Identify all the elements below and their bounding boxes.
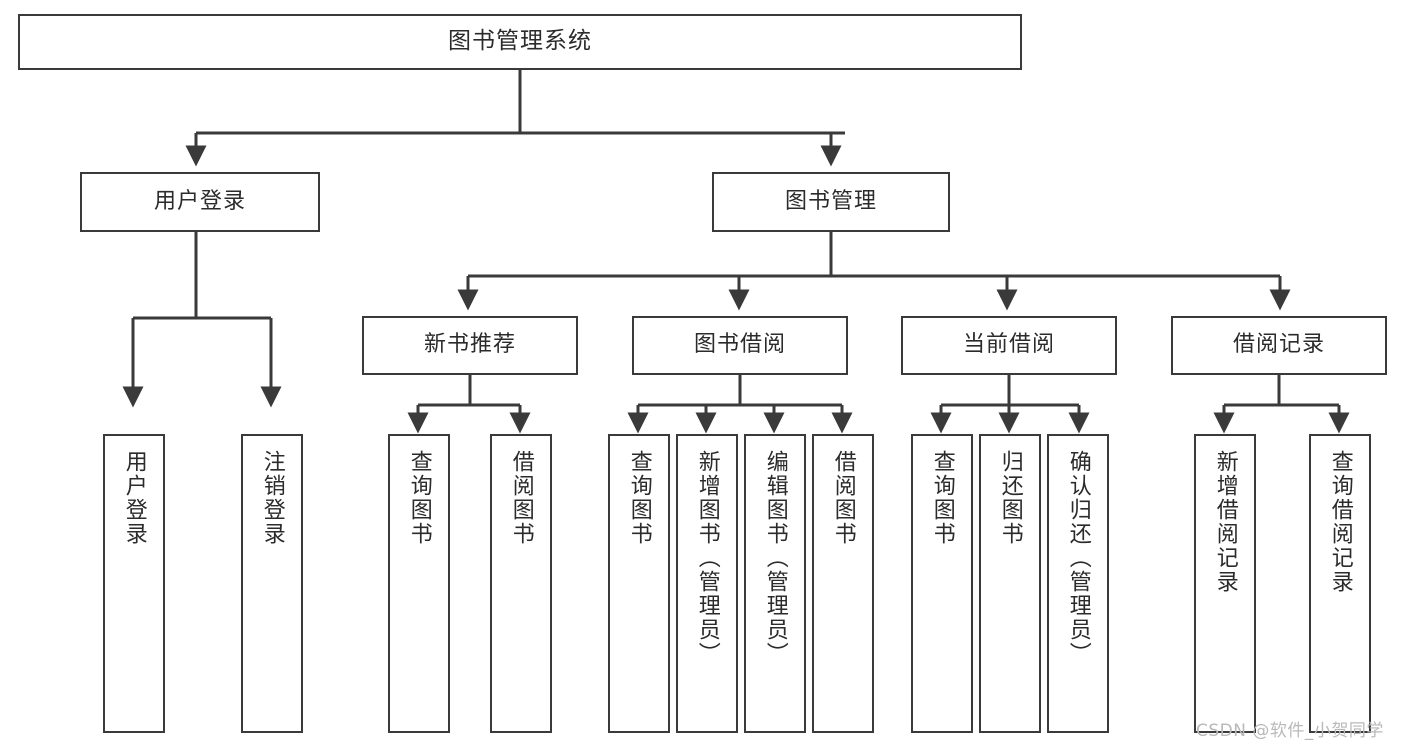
leaf-confirm-return-admin[interactable]: 确认归还（管理员）	[1047, 434, 1109, 733]
node-user-login[interactable]: 用户登录	[80, 172, 320, 232]
node-borrowing-record[interactable]: 借阅记录	[1171, 316, 1387, 375]
node-label: 图书管理	[784, 188, 877, 214]
node-label: 查询图书	[929, 450, 955, 546]
node-label: 新增图书（管理员）	[694, 450, 720, 666]
leaf-borrow-book-new-rec[interactable]: 借阅图书	[490, 434, 552, 733]
leaf-user-login[interactable]: 用户登录	[103, 434, 165, 733]
node-label: 查询借阅记录	[1327, 450, 1353, 594]
leaf-query-book-new-rec[interactable]: 查询图书	[388, 434, 450, 733]
node-label: 确认归还（管理员）	[1065, 450, 1091, 666]
node-label: 用户登录	[153, 188, 246, 214]
node-label: 图书借阅	[693, 332, 786, 358]
node-book-borrowing[interactable]: 图书借阅	[632, 316, 848, 375]
node-label: 查询图书	[406, 450, 432, 546]
node-label: 编辑图书（管理员）	[762, 450, 788, 666]
csdn-watermark: CSDN @软件_小贺同学	[1196, 721, 1384, 741]
node-label: 用户登录	[121, 450, 147, 546]
node-label: 当前借阅	[962, 332, 1055, 358]
node-label: 注销登录	[259, 450, 285, 546]
leaf-query-borrow-record[interactable]: 查询借阅记录	[1309, 434, 1371, 733]
node-label: 借阅图书	[830, 450, 856, 546]
node-book-management[interactable]: 图书管理	[712, 172, 950, 232]
leaf-logout-login[interactable]: 注销登录	[241, 434, 303, 733]
node-label: 借阅记录	[1232, 332, 1325, 358]
node-label: 新书推荐	[423, 332, 516, 358]
node-current-borrowing[interactable]: 当前借阅	[901, 316, 1117, 375]
leaf-borrow-book[interactable]: 借阅图书	[812, 434, 874, 733]
node-new-book-recommendation[interactable]: 新书推荐	[362, 316, 578, 375]
leaf-add-book-admin[interactable]: 新增图书（管理员）	[676, 434, 738, 733]
leaf-query-book-borrow[interactable]: 查询图书	[608, 434, 670, 733]
node-label: 查询图书	[626, 450, 652, 546]
leaf-return-book[interactable]: 归还图书	[979, 434, 1041, 733]
node-label: 归还图书	[997, 450, 1023, 546]
leaf-add-borrow-record[interactable]: 新增借阅记录	[1194, 434, 1256, 733]
node-root-book-management-system[interactable]: 图书管理系统	[18, 14, 1022, 70]
node-label: 借阅图书	[508, 450, 534, 546]
node-label: 图书管理系统	[448, 28, 592, 55]
node-label: 新增借阅记录	[1212, 450, 1238, 594]
leaf-edit-book-admin[interactable]: 编辑图书（管理员）	[744, 434, 806, 733]
leaf-query-book-current[interactable]: 查询图书	[911, 434, 973, 733]
